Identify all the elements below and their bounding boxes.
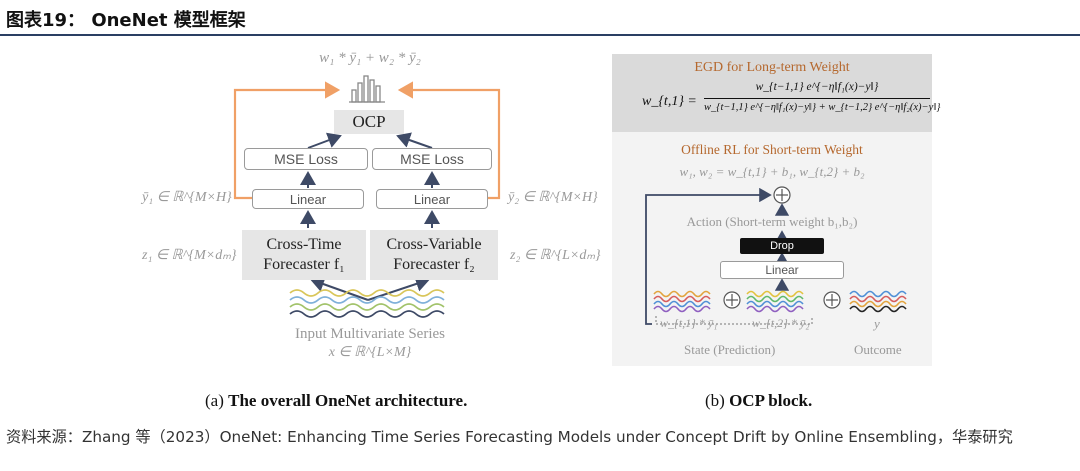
state-wave-1 — [653, 290, 711, 313]
egd-title: EGD for Long-term Weight — [694, 60, 850, 75]
caption-b-prefix: (b) — [705, 391, 725, 410]
action-label: Action (Short-term weight b₁,b₂) — [686, 214, 858, 229]
egd-fraction-bar — [704, 98, 930, 99]
rl-title: Offline RL for Short-term Weight — [681, 142, 863, 157]
top-weighted-formula: w₁ * ȳ₁ + w₂ * ȳ₂ — [319, 50, 421, 66]
cross-time-forecaster: Cross-Time Forecaster f₁ — [242, 230, 366, 280]
caption-b: (b) OCP block. — [705, 391, 885, 411]
outcome-wave — [849, 290, 907, 313]
egd-section: EGD for Long-term Weight w_{t,1} = w_{t−… — [612, 54, 941, 132]
caption-a: (a) The overall OneNet architecture. — [205, 391, 545, 411]
rl-formula: w₁, w₂ = w_{t,1} + b₁, w_{t,2} + b₂ — [679, 164, 865, 179]
figure-title: 图表19： OneNet 模型框架 — [6, 10, 246, 31]
z2-space-label: z₂ ∈ ℝ^{L×dₘ} — [510, 248, 601, 263]
cross-variable-forecaster: Cross-Variable Forecaster f₂ — [370, 230, 498, 280]
linear-right: Linear — [376, 189, 488, 209]
linear-layer: Linear — [720, 261, 844, 279]
egd-denominator: w_{t−1,1} e^{−η‖f₁(x)−y‖} + w_{t−1,2} e^… — [704, 102, 941, 113]
header-divider — [0, 34, 1080, 36]
state-term-1: w_{t,1} * ȳ₁ — [660, 316, 718, 330]
source-note: 资料来源：Zhang 等（2023）OneNet: Enhancing Time… — [6, 428, 1013, 446]
cross-variable-line2: Forecaster f₂ — [393, 256, 475, 273]
cross-time-line1: Cross-Time — [266, 236, 342, 253]
left-diagram: w₁ * ȳ₁ + w₂ * ȳ₂ OCP MSE Loss MSE Loss … — [142, 50, 601, 411]
z1-space-label: z₁ ∈ ℝ^{M×dₘ} — [142, 248, 237, 263]
right-diagram: EGD for Long-term Weight w_{t,1} = w_{t−… — [612, 54, 941, 366]
caption-b-text: OCP block. — [729, 391, 813, 410]
left-connectors — [233, 75, 501, 318]
state-label: State (Prediction) — [684, 342, 776, 357]
mse-loss-right: MSE Loss — [372, 148, 492, 170]
y2-space-label: ȳ₂ ∈ ℝ^{M×H} — [508, 190, 598, 205]
output-bars-icon — [349, 75, 385, 103]
state-wave-2 — [746, 290, 804, 313]
ocp-box: OCP — [334, 110, 404, 134]
cross-variable-line1: Cross-Variable — [386, 236, 482, 253]
input-series-space: x ∈ ℝ^{L×M} — [328, 345, 412, 360]
orange-arrow-left — [233, 81, 341, 200]
caption-a-text: The overall OneNet architecture. — [228, 391, 468, 410]
linear-left: Linear — [252, 189, 364, 209]
mse-loss-left: MSE Loss — [244, 148, 368, 170]
egd-numerator: w_{t−1,1} e^{−η‖f₁(x)−y‖} — [755, 81, 879, 93]
outcome-y: y — [874, 316, 880, 331]
outcome-label: Outcome — [854, 342, 902, 357]
y1-space-label: ȳ₁ ∈ ℝ^{M×H} — [142, 190, 232, 205]
input-series-label: Input Multivariate Series — [295, 326, 445, 342]
orange-arrow-right — [397, 81, 501, 200]
rl-connectors — [645, 186, 907, 325]
state-term-2: w_{t,2} * ȳ₂ — [752, 316, 810, 330]
cross-time-line2: Forecaster f₁ — [263, 256, 345, 273]
egd-lhs: w_{t,1} = — [642, 94, 697, 109]
drop-layer: Drop — [740, 238, 824, 254]
input-series-waves — [289, 289, 445, 318]
caption-a-prefix: (a) — [205, 391, 224, 410]
